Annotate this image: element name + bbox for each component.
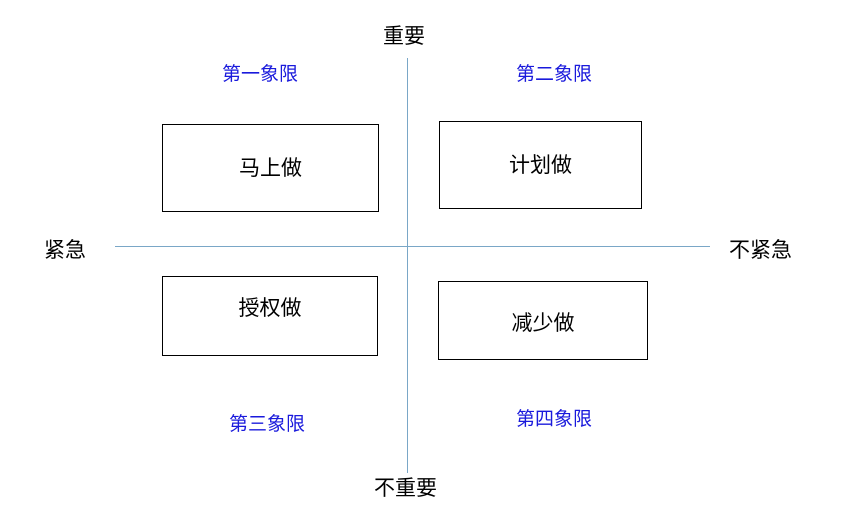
quadrant-label-3: 第三象限 — [229, 413, 306, 435]
action-box-3: 授权做 — [162, 276, 378, 356]
action-label-1: 马上做 — [239, 155, 302, 180]
action-box-1: 马上做 — [162, 124, 379, 212]
quadrant-label-4: 第四象限 — [516, 408, 593, 430]
axis-label-left: 紧急 — [44, 238, 86, 262]
action-box-2: 计划做 — [439, 121, 642, 209]
axis-label-bottom: 不重要 — [374, 476, 437, 500]
horizontal-axis-line — [115, 246, 710, 247]
vertical-axis-line — [407, 58, 408, 473]
quadrant-label-2: 第二象限 — [516, 63, 593, 85]
action-box-4: 减少做 — [438, 281, 648, 360]
action-label-2: 计划做 — [509, 152, 572, 177]
action-label-4: 减少做 — [511, 311, 575, 335]
axis-label-top: 重要 — [383, 24, 425, 48]
axis-label-right: 不紧急 — [729, 238, 792, 262]
quadrant-label-1: 第一象限 — [222, 63, 299, 85]
action-label-3: 授权做 — [238, 295, 302, 320]
